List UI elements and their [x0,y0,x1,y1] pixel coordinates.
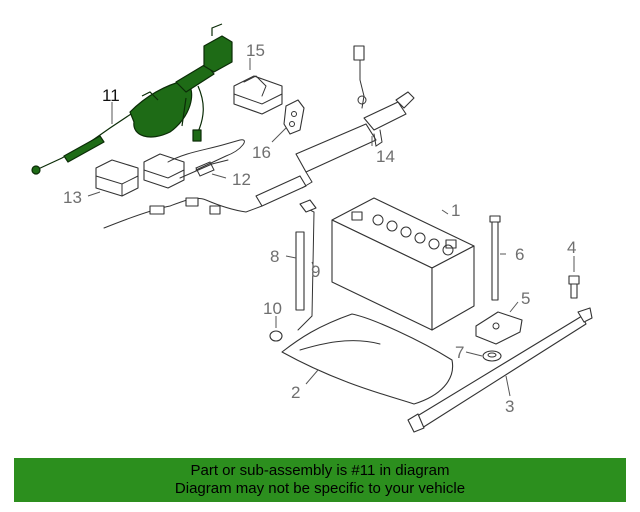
callout-15: 15 [246,41,265,60]
callout-16: 16 [252,143,271,162]
part-6-rod[interactable] [489,215,501,301]
part-1-battery[interactable] [331,197,475,331]
callout-4: 4 [567,238,576,257]
info-banner: Part or sub-assembly is #11 in diagram D… [14,458,626,502]
callout-2: 2 [291,383,300,402]
leader-lines [87,58,575,397]
callout-7: 7 [455,343,464,362]
callout-5: 5 [521,289,530,308]
callout-12: 12 [232,170,251,189]
part-16-bracket[interactable] [283,99,305,135]
callout-1: 1 [451,201,460,220]
banner-line-1: Part or sub-assembly is #11 in diagram [190,462,450,479]
callout-8: 8 [270,247,279,266]
part-13-cover[interactable] [95,153,185,197]
callout-11: 11 [102,86,120,105]
parts-diagram: 1 2 3 4 5 6 7 8 9 10 11 12 13 14 15 16 [31,23,593,433]
callout-9: 9 [311,262,320,281]
part-10-fitting[interactable] [269,330,283,342]
callout-3: 3 [505,397,514,416]
part-11-cable-assembly[interactable] [31,23,233,175]
part-2-tray[interactable] [281,313,454,405]
banner-line-2: Diagram may not be specific to your vehi… [174,480,466,497]
part-7-grommet[interactable] [482,350,502,362]
part-4-bolt[interactable] [568,275,580,299]
part-14-battery-cable[interactable] [255,45,415,207]
callout-10: 10 [263,299,282,318]
part-15-terminal-cover[interactable] [233,75,283,115]
callout-6: 6 [515,245,524,264]
part-5-bracket[interactable] [475,311,523,345]
callout-13: 13 [63,188,82,207]
part-3-hold-down[interactable] [407,307,593,433]
part-8-vent-tube[interactable] [295,231,305,311]
callout-14: 14 [376,147,395,166]
part-12-cable[interactable] [103,139,263,229]
